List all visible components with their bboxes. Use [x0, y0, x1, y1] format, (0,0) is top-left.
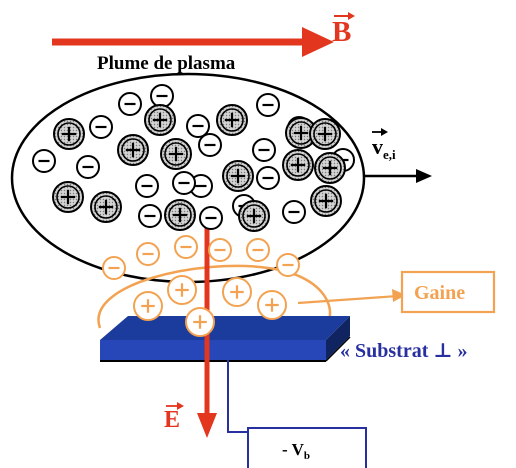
- positive-ion-icon: [285, 117, 317, 149]
- electron-icon: [256, 166, 280, 190]
- positive-ion-icon: [238, 200, 270, 232]
- b-field-label: B: [332, 16, 352, 48]
- bias-subscript: b: [303, 450, 311, 462]
- electron-icon: [136, 242, 160, 266]
- electron-icon: [135, 174, 159, 198]
- positive-ion-icon: [222, 277, 252, 307]
- positive-ion-icon: [185, 307, 215, 337]
- positive-ion-icon: [52, 181, 84, 213]
- positive-ion-icon: [53, 118, 85, 150]
- positive-ion-icon: [90, 191, 122, 223]
- substrat-label: « Substrat ⊥ »: [340, 340, 468, 362]
- electron-icon: [102, 256, 126, 280]
- e-vector-overarrow: [166, 402, 184, 410]
- electron-icon: [252, 138, 276, 162]
- positive-ion-icon: [117, 134, 149, 166]
- electron-icon: [32, 149, 56, 173]
- electron-icon: [198, 133, 222, 157]
- velocity-label: ve,i: [372, 134, 396, 162]
- positive-ion-icon: [314, 152, 346, 184]
- sheath-outline: [97, 264, 332, 331]
- bias-label: - Vb: [282, 440, 310, 462]
- electron-icon: [208, 238, 232, 262]
- positive-ion-icon: [257, 290, 287, 320]
- electron-icon: [282, 200, 306, 224]
- positive-ion-icon: [164, 199, 196, 231]
- bias-circuit: [227, 360, 367, 468]
- electron-icon: [150, 84, 174, 108]
- positive-ion-icon: [310, 185, 342, 217]
- electron-icon: [172, 171, 196, 195]
- positive-ion-icon: [144, 104, 176, 136]
- substrate: [100, 316, 351, 362]
- bias-box: [247, 427, 367, 468]
- b-field-arrow: [52, 27, 334, 57]
- electron-icon: [199, 206, 223, 230]
- b-vector-overarrow: [334, 12, 355, 20]
- electron-icon: [138, 204, 162, 228]
- electron-icon: [256, 93, 280, 117]
- gaine-label-box: [400, 270, 496, 314]
- electron-icon: [89, 115, 113, 139]
- positive-ion-icon: [222, 160, 254, 192]
- gaine-label: Gaine: [414, 282, 466, 304]
- positive-ion-icon: [167, 275, 197, 305]
- positive-ion-icon: [133, 291, 163, 321]
- velocity-subscript: e,i: [383, 147, 396, 162]
- positive-ion-icon: [160, 138, 192, 170]
- positive-ion-icon: [282, 149, 314, 181]
- positive-ion-icon: [309, 118, 341, 150]
- velocity-main: v: [372, 134, 383, 159]
- electron-icon: [186, 114, 210, 138]
- plume-title: Plume de plasma: [97, 53, 236, 74]
- velocity-arrow: [364, 169, 432, 183]
- bias-prefix: - V: [282, 440, 304, 459]
- electron-icon: [76, 155, 100, 179]
- sheath-pointer: [297, 294, 399, 305]
- electron-icon: [276, 253, 300, 277]
- electron-icon: [246, 238, 270, 262]
- electron-icon: [118, 92, 142, 116]
- electron-icon: [174, 235, 198, 259]
- e-field-label: E: [164, 407, 181, 433]
- v-vector-overarrow: [372, 128, 388, 136]
- positive-ion-icon: [216, 104, 248, 136]
